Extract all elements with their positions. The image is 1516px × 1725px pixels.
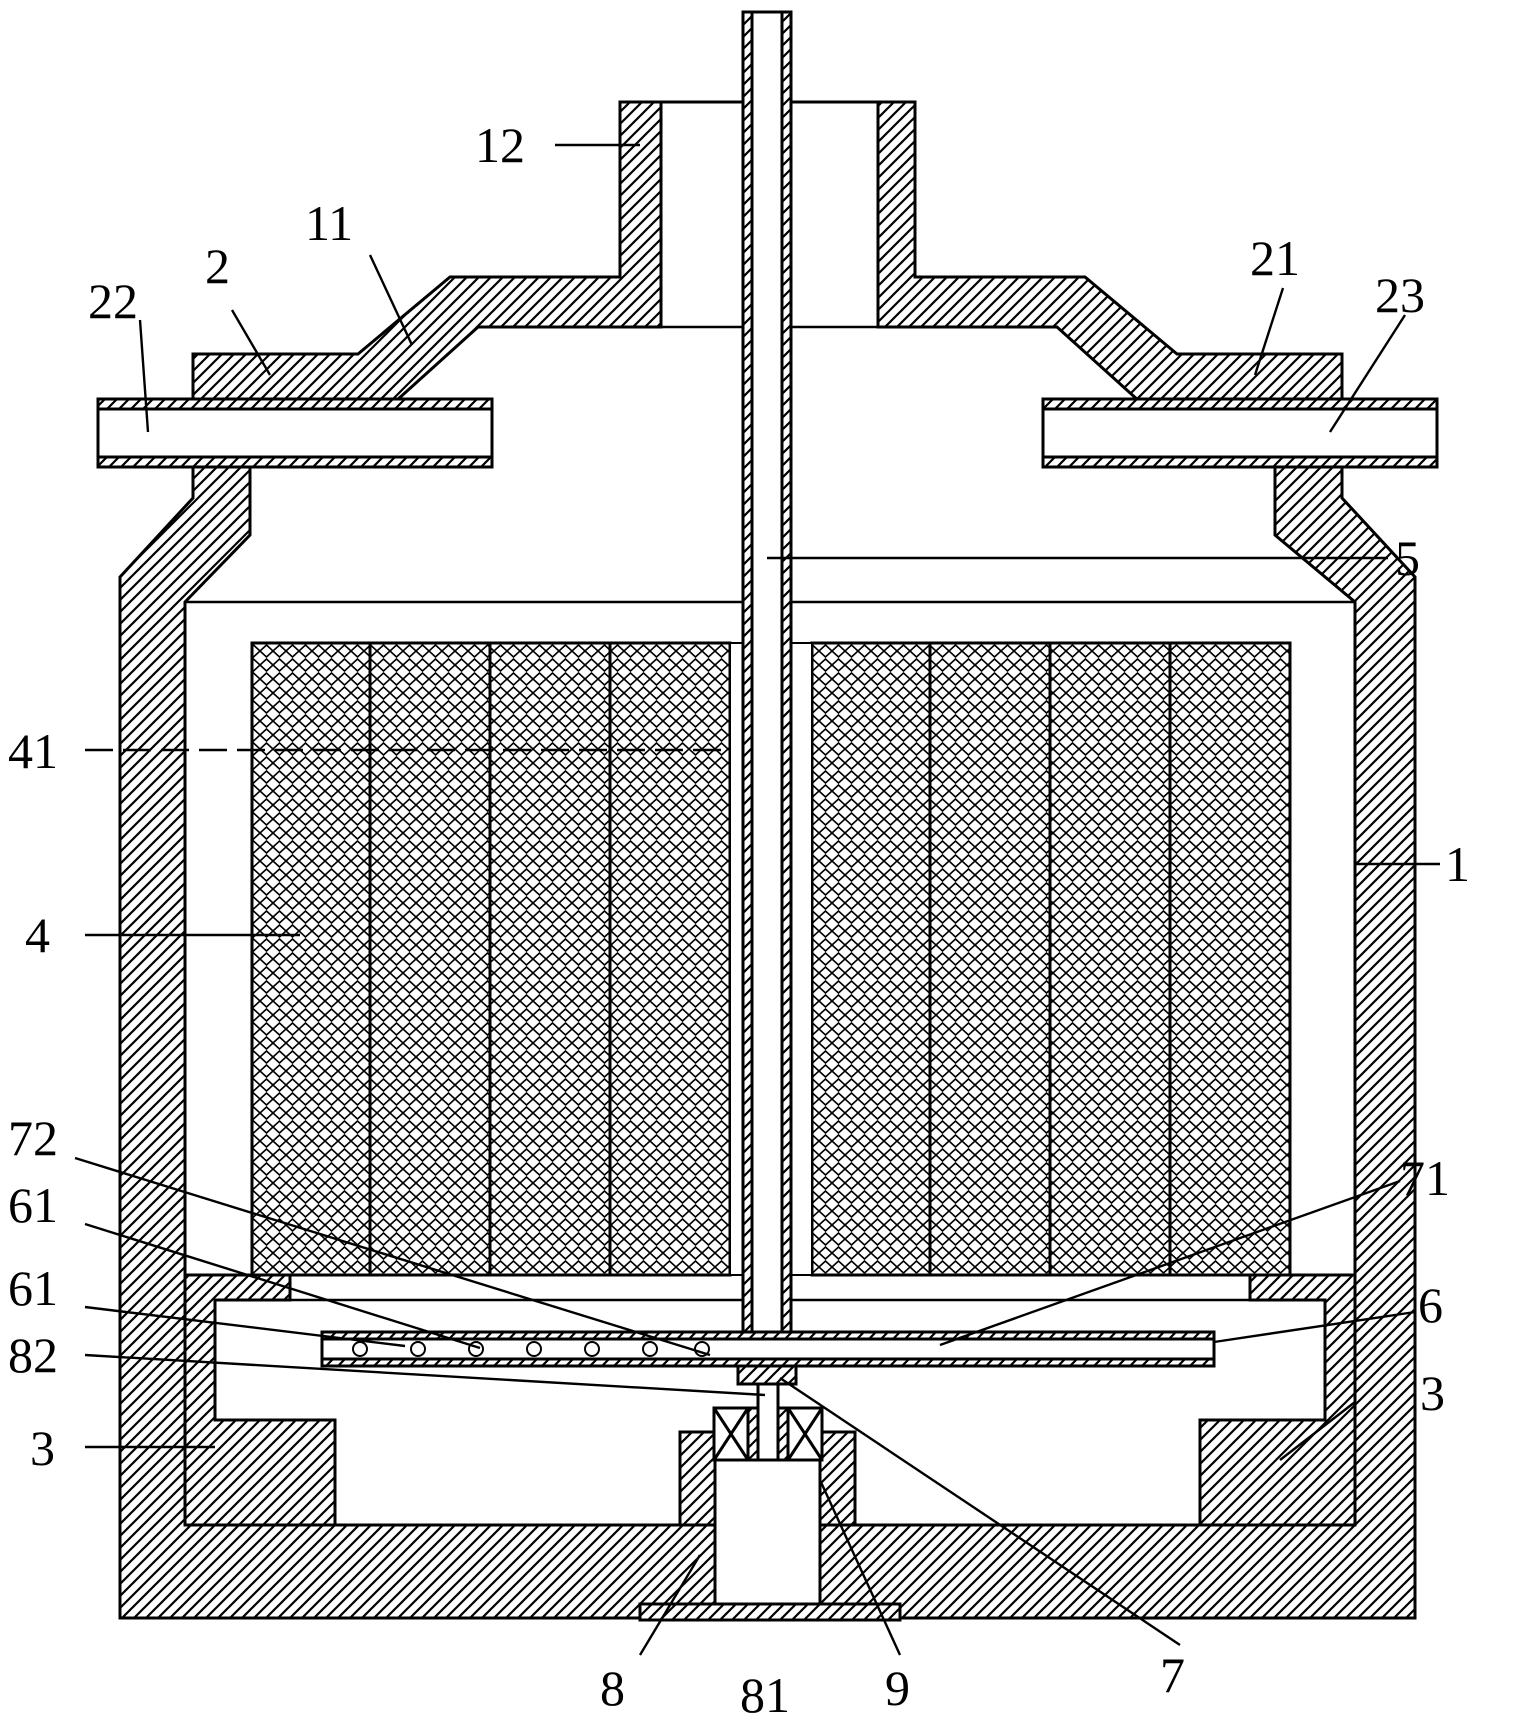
- support-block-right: [1198, 1273, 1357, 1527]
- label-motor: 81: [740, 1667, 790, 1723]
- label-filter-core: 4: [25, 907, 50, 963]
- label-core-slot: 41: [8, 723, 58, 779]
- label-drive-shaft: 82: [8, 1327, 58, 1383]
- motor-footplate: [638, 1602, 902, 1622]
- rotary-joint: [736, 1364, 798, 1386]
- drive-shaft: [756, 1382, 780, 1462]
- label-outlet-tube: 23: [1375, 267, 1425, 323]
- label-spray-hole-lower: 61: [8, 1260, 58, 1316]
- leader-lines: [74, 143, 1440, 1656]
- label-nozzle-row: 71: [1400, 1150, 1450, 1206]
- label-motor-base: 8: [600, 1660, 625, 1716]
- label-rotary-joint: 7: [1160, 1647, 1185, 1703]
- label-inlet-tube: 22: [88, 273, 138, 329]
- motor: [713, 1458, 822, 1610]
- label-central-pipe: 5: [1395, 530, 1420, 586]
- label-shoulder: 11: [305, 195, 353, 251]
- label-support-block-right: 3: [1420, 1365, 1445, 1421]
- label-nozzle-holes: 72: [8, 1110, 58, 1166]
- label-support-block-left: 3: [30, 1420, 55, 1476]
- label-cap-flange: 21: [1250, 230, 1300, 286]
- filter-core-dividers: [368, 643, 1172, 1275]
- bearing: [712, 1406, 824, 1462]
- label-cap: 2: [205, 238, 230, 294]
- label-neck: 12: [475, 117, 525, 173]
- label-housing: 1: [1445, 836, 1470, 892]
- label-spray-arm: 6: [1418, 1277, 1443, 1333]
- label-spray-hole-upper: 61: [8, 1177, 58, 1233]
- label-bearing: 9: [885, 1660, 910, 1716]
- support-block-left: [183, 1273, 337, 1527]
